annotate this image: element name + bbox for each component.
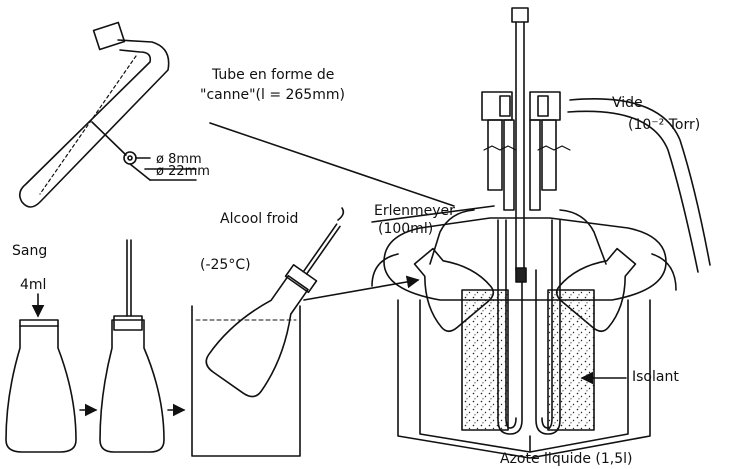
insulation-left xyxy=(461,289,509,431)
side-flasks xyxy=(413,247,637,333)
erlenmeyer-volume-label: (100ml) xyxy=(378,221,434,237)
to-apparatus-arrow xyxy=(303,275,420,301)
outer-diameter-label: ø 22mm xyxy=(156,164,210,179)
erlenmeyer-label: Erlenmeyer xyxy=(374,203,455,219)
vacuum-label: Vide xyxy=(612,95,643,111)
tube-label-line2: "canne"(l = 265mm) xyxy=(200,87,345,103)
vertical-tubes xyxy=(483,119,571,211)
flask-1 xyxy=(5,319,77,453)
cold-alcohol-label: Alcool froid xyxy=(220,211,299,227)
liquid-nitrogen-label: Azote liquide (1,5l) xyxy=(500,451,633,467)
tube-label-line1: Tube en forme de xyxy=(212,67,335,83)
flask-2 xyxy=(99,239,165,453)
tube-cross-section xyxy=(91,121,197,181)
vacuum-hose xyxy=(567,98,711,273)
insulation-label: Isolant xyxy=(632,369,679,385)
coupling xyxy=(515,267,527,283)
volume-label: 4ml xyxy=(20,277,47,293)
u-tubes xyxy=(497,219,561,435)
manifold-arms xyxy=(429,209,607,265)
inner-diameter-label: ø 8mm xyxy=(156,152,202,167)
valves xyxy=(481,91,561,121)
cold-alcohol-bath xyxy=(191,207,345,457)
cane-tube xyxy=(18,21,170,208)
insulation-right xyxy=(547,289,595,431)
tube-leader-line xyxy=(209,122,455,207)
vacuum-pressure-label: (10⁻² Torr) xyxy=(628,117,701,133)
top-tube xyxy=(511,7,529,271)
blood-label: Sang xyxy=(12,243,48,259)
erlenmeyer-leader xyxy=(371,205,495,223)
manifold-base xyxy=(371,217,677,301)
temperature-label: (-25°C) xyxy=(200,257,251,273)
